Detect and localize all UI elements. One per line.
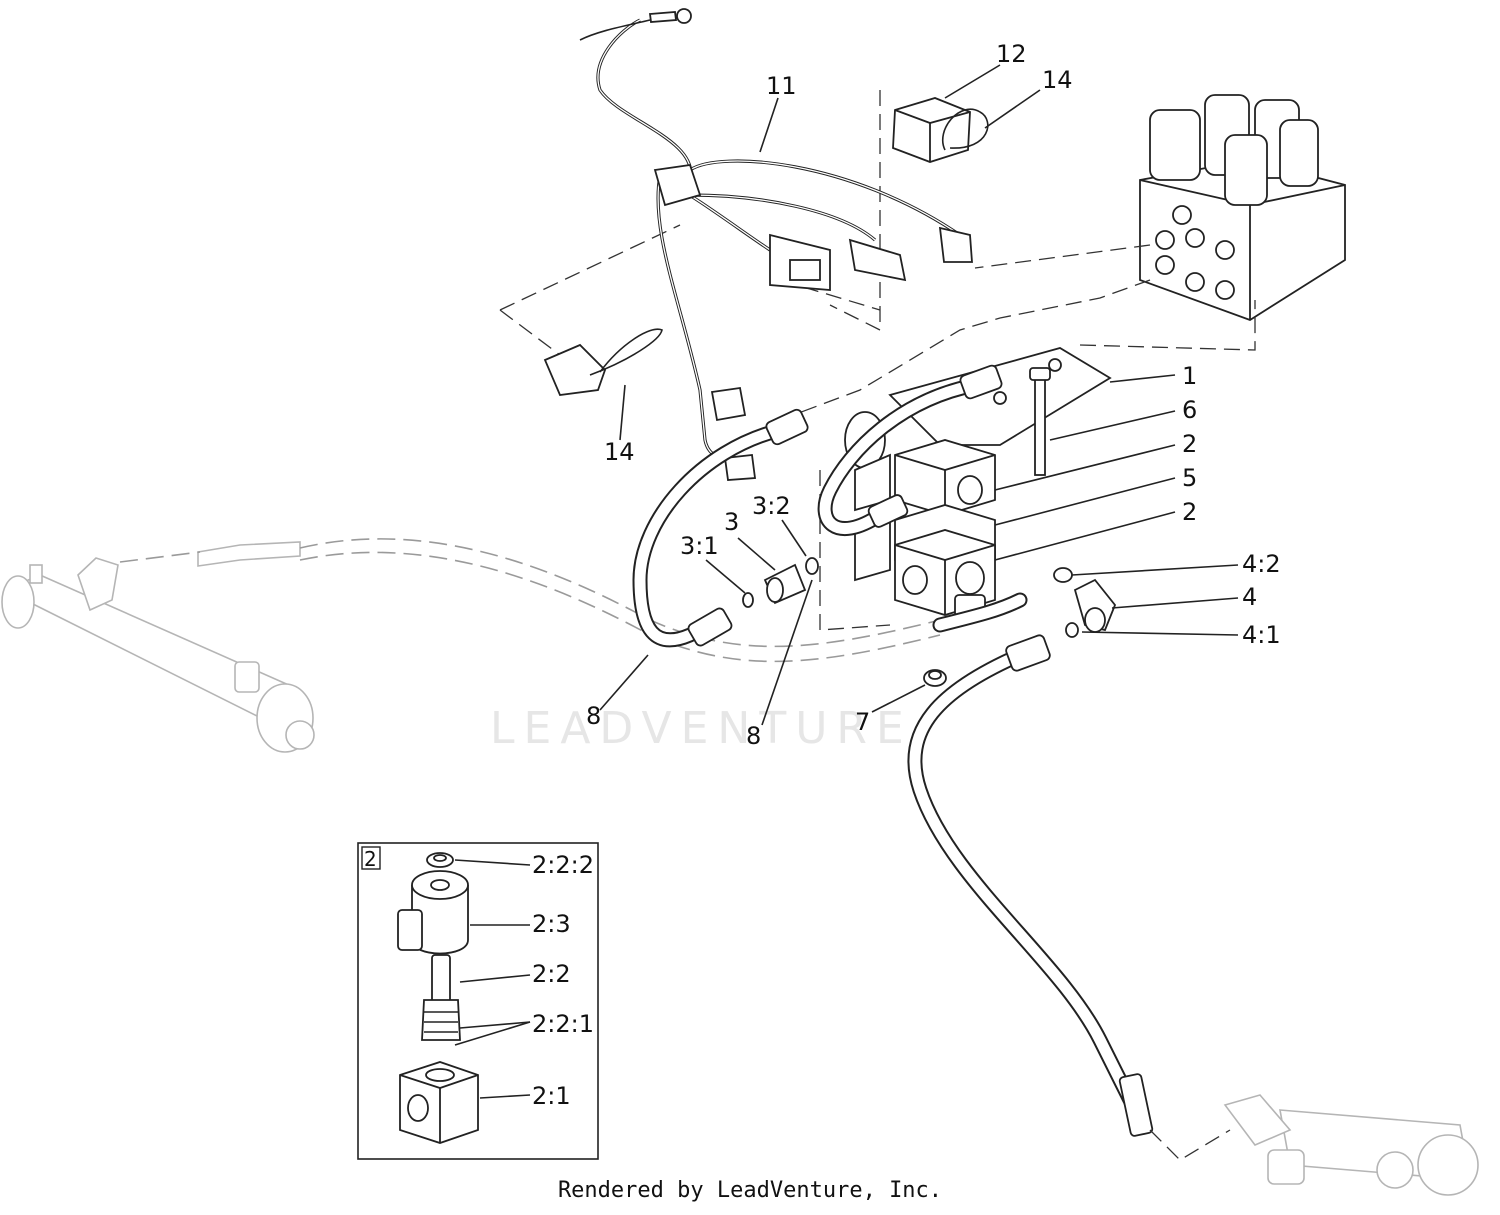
callout-2-2: 2:2 <box>532 960 571 988</box>
callout-7: 7 <box>855 708 870 736</box>
harness-clip <box>543 328 663 396</box>
solenoid-valve-stack <box>844 411 996 618</box>
callout-2-upper: 2 <box>1182 430 1197 458</box>
callout-4-1: 4:1 <box>1242 621 1281 649</box>
callout-4-2: 4:2 <box>1242 550 1281 578</box>
return-hose-ghost <box>299 538 941 648</box>
callout-4: 4 <box>1242 583 1257 611</box>
callout-2-1: 2:1 <box>532 1082 571 1110</box>
hose-to-right-cylinder <box>907 634 1231 1161</box>
hoses <box>632 364 1028 648</box>
callout-14-lower: 14 <box>604 438 635 466</box>
left-cylinder-ghost <box>1 541 315 753</box>
callout-2-lower: 2 <box>1182 498 1197 526</box>
inset-solenoid-detail: 2 2:2:2 2:3 2:2 2:2:1 2:1 <box>357 842 599 1160</box>
callout-5: 5 <box>1182 464 1197 492</box>
right-cylinder-ghost <box>1223 1094 1479 1196</box>
leader-lines <box>599 64 1239 726</box>
callout-2-3: 2:3 <box>532 910 571 938</box>
callout-6: 6 <box>1182 396 1197 424</box>
callout-12: 12 <box>996 40 1027 68</box>
callout-11: 11 <box>766 72 797 100</box>
elbow-fitting-4 <box>1053 567 1117 638</box>
control-valve-manifold <box>1139 94 1346 321</box>
plug-7 <box>923 669 947 687</box>
callouts: 11 12 14 14 1 6 2 5 2 4:2 4 4:1 3 3:2 3:… <box>586 40 1281 750</box>
inset-tag: 2 <box>364 847 377 871</box>
callout-8-right: 8 <box>746 722 761 750</box>
render-credit: Rendered by LeadVenture, Inc. <box>557 1178 943 1203</box>
callout-1: 1 <box>1182 362 1197 390</box>
wire-harness <box>579 8 973 481</box>
callout-2-2-2: 2:2:2 <box>532 851 594 879</box>
callout-3-2: 3:2 <box>752 492 791 520</box>
watermark: LEADVENTURE <box>490 703 913 754</box>
callout-3-1: 3:1 <box>680 532 719 560</box>
callout-3: 3 <box>724 508 739 536</box>
callout-2-2-1: 2:2:1 <box>532 1010 594 1038</box>
callout-8-left: 8 <box>586 702 601 730</box>
relay <box>892 97 989 163</box>
callout-14-upper: 14 <box>1042 66 1073 94</box>
valve-bracket <box>888 347 1112 476</box>
fitting-3 <box>742 557 819 608</box>
